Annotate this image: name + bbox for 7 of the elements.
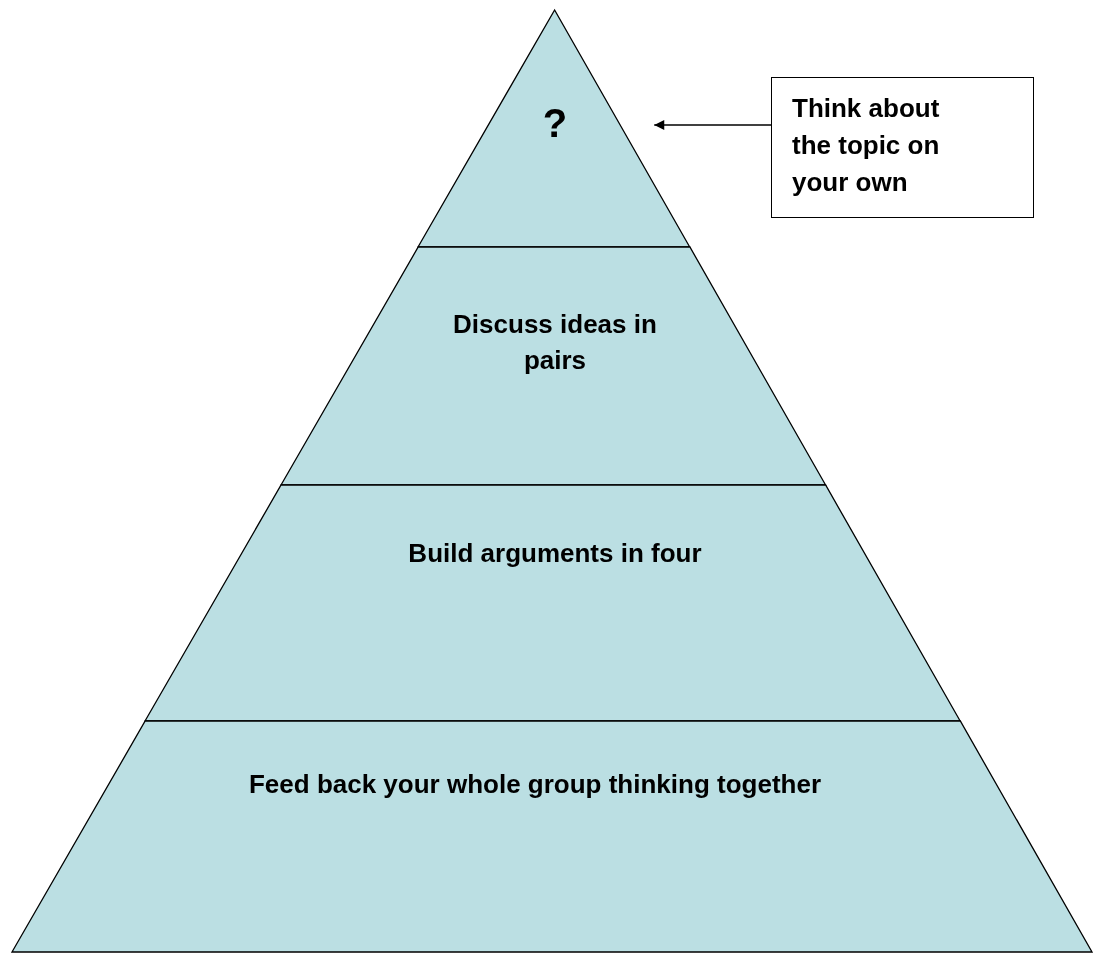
- callout-text: Think about the topic on your own: [792, 92, 941, 199]
- tier-label: Feed back your whole group thinking together: [247, 768, 822, 801]
- callout-box: [771, 77, 1034, 218]
- tier-label: ?: [541, 105, 569, 141]
- tier-label: Build arguments in four: [407, 537, 703, 570]
- tier-label: Discuss ideas in pairs: [452, 308, 658, 377]
- arrow: [653, 120, 772, 130]
